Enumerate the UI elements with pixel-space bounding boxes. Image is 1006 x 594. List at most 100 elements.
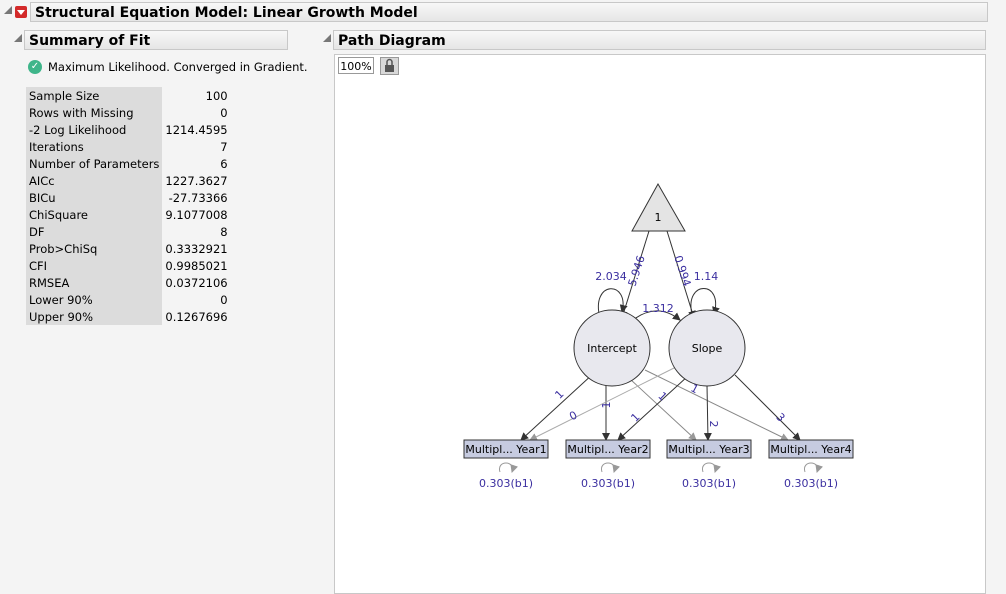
status-line: ✓ Maximum Likelihood. Converged in Gradi… <box>28 60 308 74</box>
loading-label: 1 <box>600 402 613 409</box>
table-row: Lower 90% 0 <box>26 291 231 308</box>
fit-label: CFI <box>26 257 163 274</box>
path-loading-intercept-3[interactable] <box>629 378 697 441</box>
table-row: Sample Size 100 <box>26 87 231 104</box>
path-slope-variance[interactable] <box>690 288 720 315</box>
fit-label: Iterations <box>26 138 163 155</box>
fit-label: Number of Parameters <box>26 155 163 172</box>
fit-label: Lower 90% <box>26 291 163 308</box>
fit-value: 1227.3627 <box>165 173 228 188</box>
observed-node[interactable] <box>565 439 651 459</box>
loading-label: 1 <box>655 389 669 403</box>
loading-label: 1 <box>689 382 701 397</box>
table-row: BICu -27.73366 <box>26 189 231 206</box>
residual-loop[interactable] <box>702 462 722 473</box>
window-title: Structural Equation Model: Linear Growth… <box>30 2 988 22</box>
fit-value: 0.1267696 <box>165 309 228 324</box>
zoom-field[interactable]: 100% <box>338 57 374 74</box>
observed-label: Multipl... Year3 <box>668 443 749 456</box>
red-triangle-menu-icon[interactable] <box>15 6 27 18</box>
fit-value: -27.73366 <box>168 190 228 205</box>
fit-label: AICc <box>26 172 163 189</box>
path-loading-slope-3[interactable] <box>703 384 712 441</box>
fit-label: RMSEA <box>26 274 163 291</box>
fit-label: DF <box>26 223 163 240</box>
fit-label: -2 Log Likelihood <box>26 121 163 138</box>
observed-node[interactable] <box>768 439 854 459</box>
table-row: Rows with Missing 0 <box>26 104 231 121</box>
residual-label: 0.303(b1) <box>784 477 838 490</box>
fit-value: 0.3332921 <box>165 241 228 256</box>
status-text: Maximum Likelihood. Converged in Gradien… <box>48 60 308 74</box>
fit-value: 1214.4595 <box>165 122 228 137</box>
path-const-intercept[interactable] <box>620 230 650 319</box>
fit-value: 0.0372106 <box>165 275 228 290</box>
residual-loop[interactable] <box>499 462 519 473</box>
path-loading-intercept-4[interactable] <box>644 369 789 441</box>
observed-label: Multipl... Year2 <box>567 443 648 456</box>
fit-label: Rows with Missing <box>26 104 163 121</box>
path-loading-slope-1[interactable] <box>529 364 681 441</box>
disclosure-icon[interactable] <box>4 6 12 14</box>
slope-variance-label: 1.14 <box>694 270 719 283</box>
path-intercept-variance[interactable] <box>597 288 628 319</box>
observed-node[interactable] <box>666 439 752 459</box>
fit-value: 0 <box>220 292 228 307</box>
residual-label: 0.303(b1) <box>682 477 736 490</box>
intercept-node[interactable] <box>573 309 651 387</box>
const-slope-label: 0.994 <box>671 254 693 288</box>
path-loading-slope-2[interactable] <box>617 375 689 441</box>
table-row: Upper 90%0.1267696 <box>26 308 231 325</box>
const-intercept-label: 5.946 <box>626 254 648 288</box>
observed-label: Multipl... Year4 <box>770 443 851 456</box>
fit-value: 0 <box>220 105 228 120</box>
path-loading-slope-4[interactable] <box>734 374 801 441</box>
intercept-label: Intercept <box>587 342 637 355</box>
residual-label: 0.303(b1) <box>581 477 635 490</box>
residual-loop[interactable] <box>804 462 824 473</box>
slope-node[interactable] <box>668 309 746 387</box>
fit-value: 9.1077008 <box>165 207 228 222</box>
fit-label: Prob>ChiSq <box>26 240 163 257</box>
residual-loop[interactable] <box>601 462 621 473</box>
table-row: Number of Parameters 6 <box>26 155 231 172</box>
fit-label: Upper 90% <box>26 308 163 325</box>
loading-label: 1 <box>628 410 642 424</box>
fit-label: BICu <box>26 189 163 206</box>
constant-node[interactable] <box>631 182 686 232</box>
observed-node[interactable] <box>463 439 549 459</box>
fit-value: 0.9985021 <box>165 258 228 273</box>
path-const-slope[interactable] <box>666 230 696 319</box>
diagram-canvas <box>334 54 986 594</box>
slope-label: Slope <box>692 342 723 355</box>
covariance-label: 1.312 <box>642 302 674 315</box>
disclosure-icon[interactable] <box>14 34 22 42</box>
fit-value: 100 <box>205 88 228 103</box>
fit-label: Sample Size <box>26 87 163 104</box>
constant-label: 1 <box>655 211 662 224</box>
table-row: DF 8 <box>26 223 231 240</box>
residual-label: 0.303(b1) <box>479 477 533 490</box>
loading-label: 3 <box>773 410 787 424</box>
loading-label: 2 <box>707 421 720 428</box>
disclosure-icon[interactable] <box>323 34 331 42</box>
fit-value: 6 <box>220 156 228 171</box>
fit-label: ChiSquare <box>26 206 163 223</box>
fit-value: 7 <box>220 139 228 154</box>
table-row: Iterations 7 <box>26 138 231 155</box>
observed-label: Multipl... Year1 <box>465 443 546 456</box>
diagram-title: Path Diagram <box>333 30 986 50</box>
intercept-variance-label: 2.034 <box>595 270 627 283</box>
check-icon: ✓ <box>28 60 42 74</box>
summary-title: Summary of Fit <box>24 30 288 50</box>
fit-value: 8 <box>220 224 228 239</box>
path-loading-intercept-1[interactable] <box>520 372 595 441</box>
lock-icon[interactable] <box>380 57 399 75</box>
